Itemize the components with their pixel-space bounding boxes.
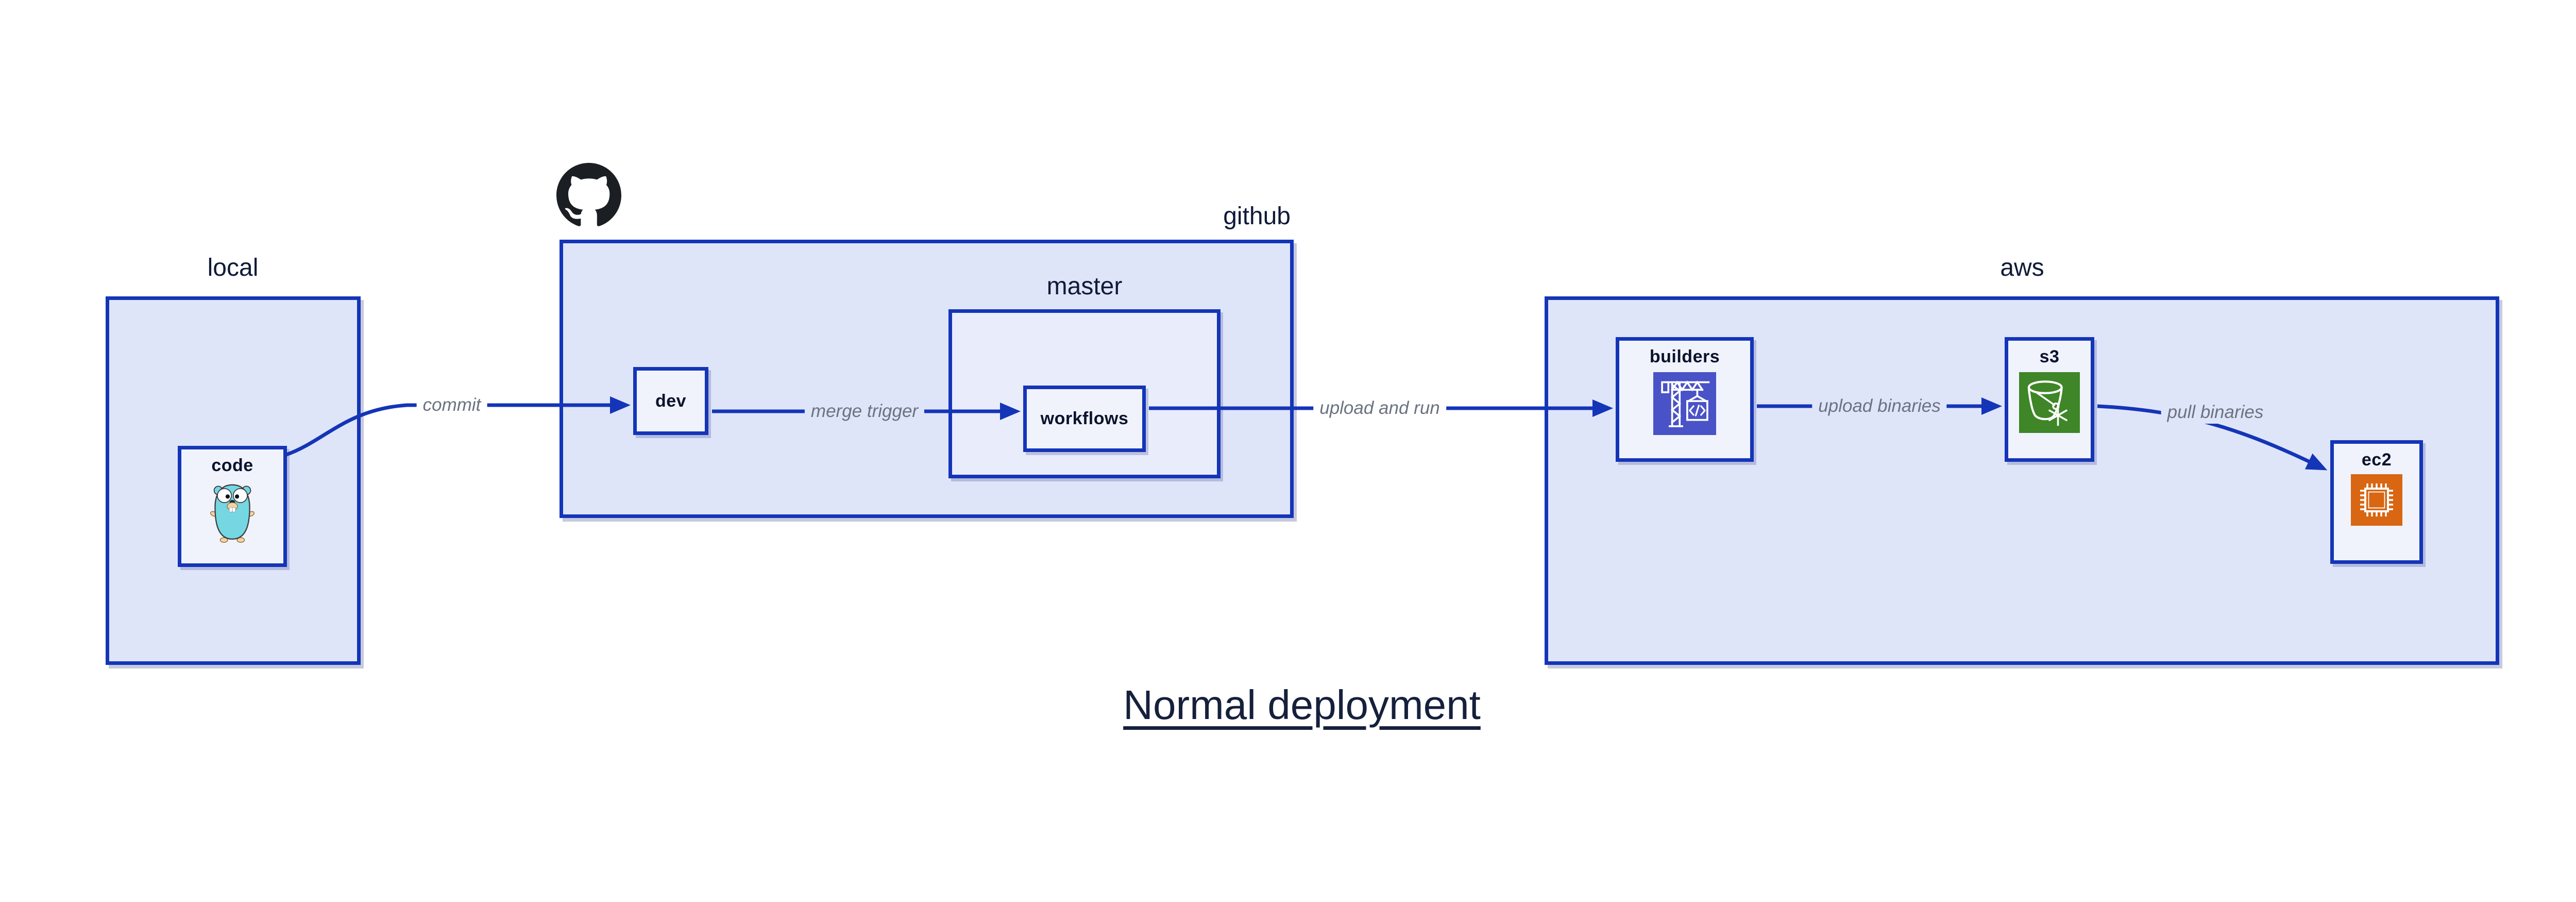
- diagram-title: Normal deployment: [1123, 682, 1481, 728]
- edge-label-commit: commit: [416, 394, 487, 416]
- edge-label-merge-trigger: merge trigger: [804, 400, 925, 423]
- group-title-github: github: [1223, 203, 1291, 230]
- node-workflows-label: workflows: [1040, 409, 1129, 428]
- node-s3: s3: [2005, 337, 2094, 462]
- group-title-aws: aws: [2000, 254, 2044, 281]
- node-builders: builders: [1616, 337, 1754, 462]
- node-dev-label: dev: [655, 391, 687, 411]
- edge-label-pull-binaries: pull binaries: [2161, 401, 2270, 424]
- github-octocat-icon: [556, 163, 621, 228]
- codebuild-crane-icon: [1653, 372, 1716, 438]
- node-builders-label: builders: [1649, 347, 1720, 366]
- node-workflows: workflows: [1023, 386, 1146, 452]
- ec2-chip-icon: [2351, 474, 2402, 528]
- go-gopher-icon: [209, 483, 256, 546]
- node-ec2: ec2: [2330, 440, 2423, 564]
- edge-label-upload-and-run: upload and run: [1313, 397, 1446, 420]
- group-title-master: master: [1046, 273, 1123, 300]
- edge-label-upload-binaries: upload binaries: [1812, 395, 1947, 417]
- node-ec2-label: ec2: [2361, 450, 2392, 470]
- node-code-label: code: [211, 456, 253, 475]
- node-code: code: [178, 446, 287, 567]
- group-title-local: local: [207, 254, 259, 281]
- s3-bucket-icon: [2019, 372, 2080, 436]
- node-s3-label: s3: [2039, 347, 2060, 366]
- node-dev: dev: [633, 367, 708, 435]
